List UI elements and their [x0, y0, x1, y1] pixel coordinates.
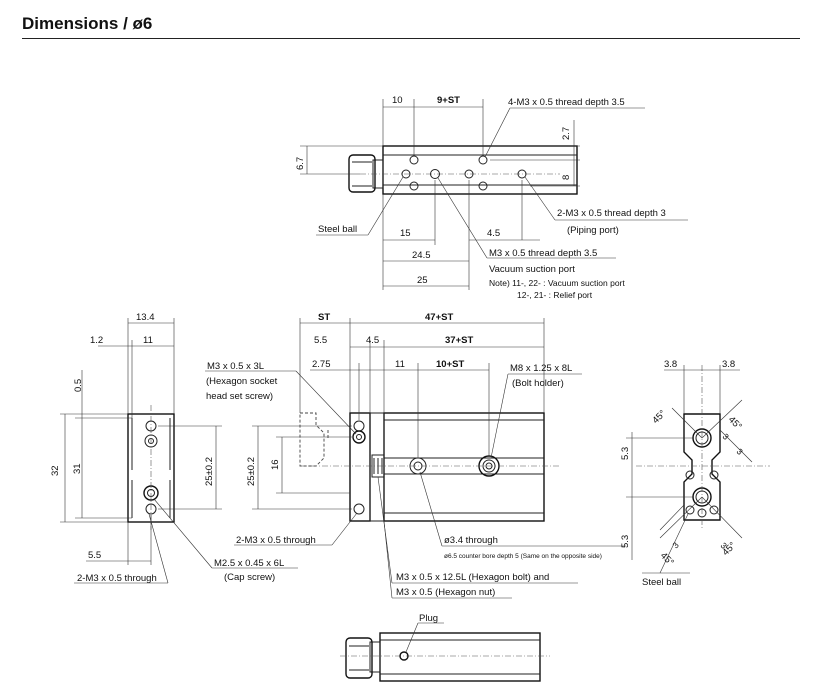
dim-top-25: 25 [417, 275, 428, 286]
steel-ball [709, 505, 719, 515]
dim-front-55: 5.5 [314, 335, 327, 346]
thread-hole [409, 155, 419, 165]
dim-top-245: 24.5 [412, 250, 431, 261]
callout-m3x3l: M3 x 0.5 x 3L [207, 361, 264, 372]
through-hole [353, 420, 365, 432]
piping-port [517, 169, 527, 179]
steel-ball [401, 169, 411, 179]
side-view: 13.4 1.2 11 0.5 32 31 25±0.2 5.5 M2.5 x … [50, 312, 298, 584]
callout-bolt-holder: (Bolt holder) [512, 378, 564, 389]
top-view: 10 9+ST 6.7 2.7 8 4-M3 x 0.5 thread dept… [295, 95, 688, 300]
dim-front-25pm: 25±0.2 [246, 457, 257, 486]
callout-4m3-thread: 4-M3 x 0.5 thread depth 3.5 [508, 97, 625, 108]
dim-end-3: 3 [721, 431, 732, 442]
dim-side-31: 31 [72, 463, 83, 474]
thread-hole [478, 155, 488, 165]
callout-side-through: 2-M3 x 0.5 through [77, 573, 157, 584]
dim-end-38b: 3.8 [722, 359, 735, 370]
callout-cap-screw: (Cap screw) [224, 572, 275, 583]
dim-front-37st: 37+ST [445, 335, 473, 346]
dim-top-27: 2.7 [561, 127, 572, 140]
dim-front-16: 16 [270, 459, 281, 470]
bottom-view: Plug [340, 613, 550, 682]
callout-phi34: ø3.4 through [444, 535, 498, 546]
dim-top-9st: 9+ST [437, 95, 460, 106]
dim-side-55: 5.5 [88, 550, 101, 561]
dim-side-12: 1.2 [90, 335, 103, 346]
callout-m25-cap-screw: M2.5 x 0.45 x 6L [214, 558, 284, 569]
dim-side-134: 13.4 [136, 312, 155, 323]
through-hole [353, 503, 365, 515]
hex-socket-screw [352, 430, 366, 444]
top-view-body [382, 145, 578, 195]
callout-top-steel-ball: Steel ball [318, 224, 357, 235]
dim-end-53a: 5.3 [620, 447, 631, 460]
dim-front-47st: 47+ST [425, 312, 453, 323]
dim-end-53b: 5.3 [620, 535, 631, 548]
dim-front-10st: 10+ST [436, 359, 464, 370]
callout-vacuum-port: Vacuum suction port [489, 264, 575, 275]
callout-hex-bolt: M3 x 0.5 x 12.5L (Hexagon bolt) and [396, 572, 549, 583]
callout-plug: Plug [419, 613, 438, 624]
angle-45: 45° [658, 550, 676, 568]
callout-piping-port: (Piping port) [567, 225, 619, 236]
page-title: Dimensions / ø6 [22, 14, 153, 33]
front-view-plate [349, 412, 371, 522]
thread-hole [409, 181, 419, 191]
dim-end-3: 3 [735, 446, 746, 457]
front-view-body [383, 412, 545, 522]
front-view: ST 47+ST 5.5 4.5 37+ST 2.75 11 10+ST 25±… [205, 312, 626, 599]
dim-top-10: 10 [392, 95, 403, 106]
callout-2m3-thread: 2-M3 x 0.5 thread depth 3 [557, 208, 666, 219]
retracted-plate-outline [299, 412, 325, 467]
title-rule [22, 38, 800, 39]
dim-side-25pm: 25±0.2 [204, 457, 215, 486]
end-view: 3.8 3.8 5.3 5.3 45° 45° 45° 45° 3 3 3 3 … [620, 359, 770, 588]
dim-front-st: ST [318, 312, 330, 323]
thread-hole [478, 181, 488, 191]
dim-top-15: 15 [400, 228, 411, 239]
dim-end-3: 3 [719, 540, 730, 551]
piping-port [464, 169, 474, 179]
steel-ball [685, 505, 695, 515]
vacuum-suction-port [430, 169, 440, 179]
dim-front-45: 4.5 [366, 335, 379, 346]
dim-side-05: 0.5 [73, 379, 84, 392]
dim-end-3: 3 [670, 540, 681, 551]
dim-top-45: 4.5 [487, 228, 500, 239]
angle-45: 45° [726, 414, 744, 432]
dim-front-11: 11 [395, 359, 405, 370]
dim-side-11: 11 [143, 335, 153, 346]
callout-front-through: 2-M3 x 0.5 through [236, 535, 316, 546]
bottom-view-knob [345, 637, 373, 679]
dim-top-67: 6.7 [295, 157, 306, 170]
dim-end-38a: 3.8 [664, 359, 677, 370]
top-view-knob [348, 154, 376, 193]
note-line-1: Note) 11-, 22- : Vacuum suction port [489, 278, 625, 288]
callout-m3-vacuum: M3 x 0.5 thread depth 3.5 [489, 248, 597, 259]
note-line-2: 12-, 21- : Relief port [517, 290, 593, 300]
dim-side-32: 32 [50, 465, 61, 476]
callout-m8: M8 x 1.25 x 8L [510, 363, 572, 374]
callout-end-steel-ball: Steel ball [642, 577, 681, 588]
dim-top-8: 8 [561, 175, 572, 180]
angle-45: 45° [650, 408, 668, 426]
callout-head-set-screw: head set screw) [206, 391, 273, 402]
plug [399, 651, 409, 661]
callout-hex-nut: M3 x 0.5 (Hexagon nut) [396, 587, 495, 598]
dim-front-275: 2.75 [312, 359, 331, 370]
callout-hex-socket: (Hexagon socket [206, 376, 278, 387]
callout-counterbore: ø6.5 counter bore depth 5 (Same on the o… [444, 553, 602, 560]
end-view-outline [683, 413, 721, 521]
